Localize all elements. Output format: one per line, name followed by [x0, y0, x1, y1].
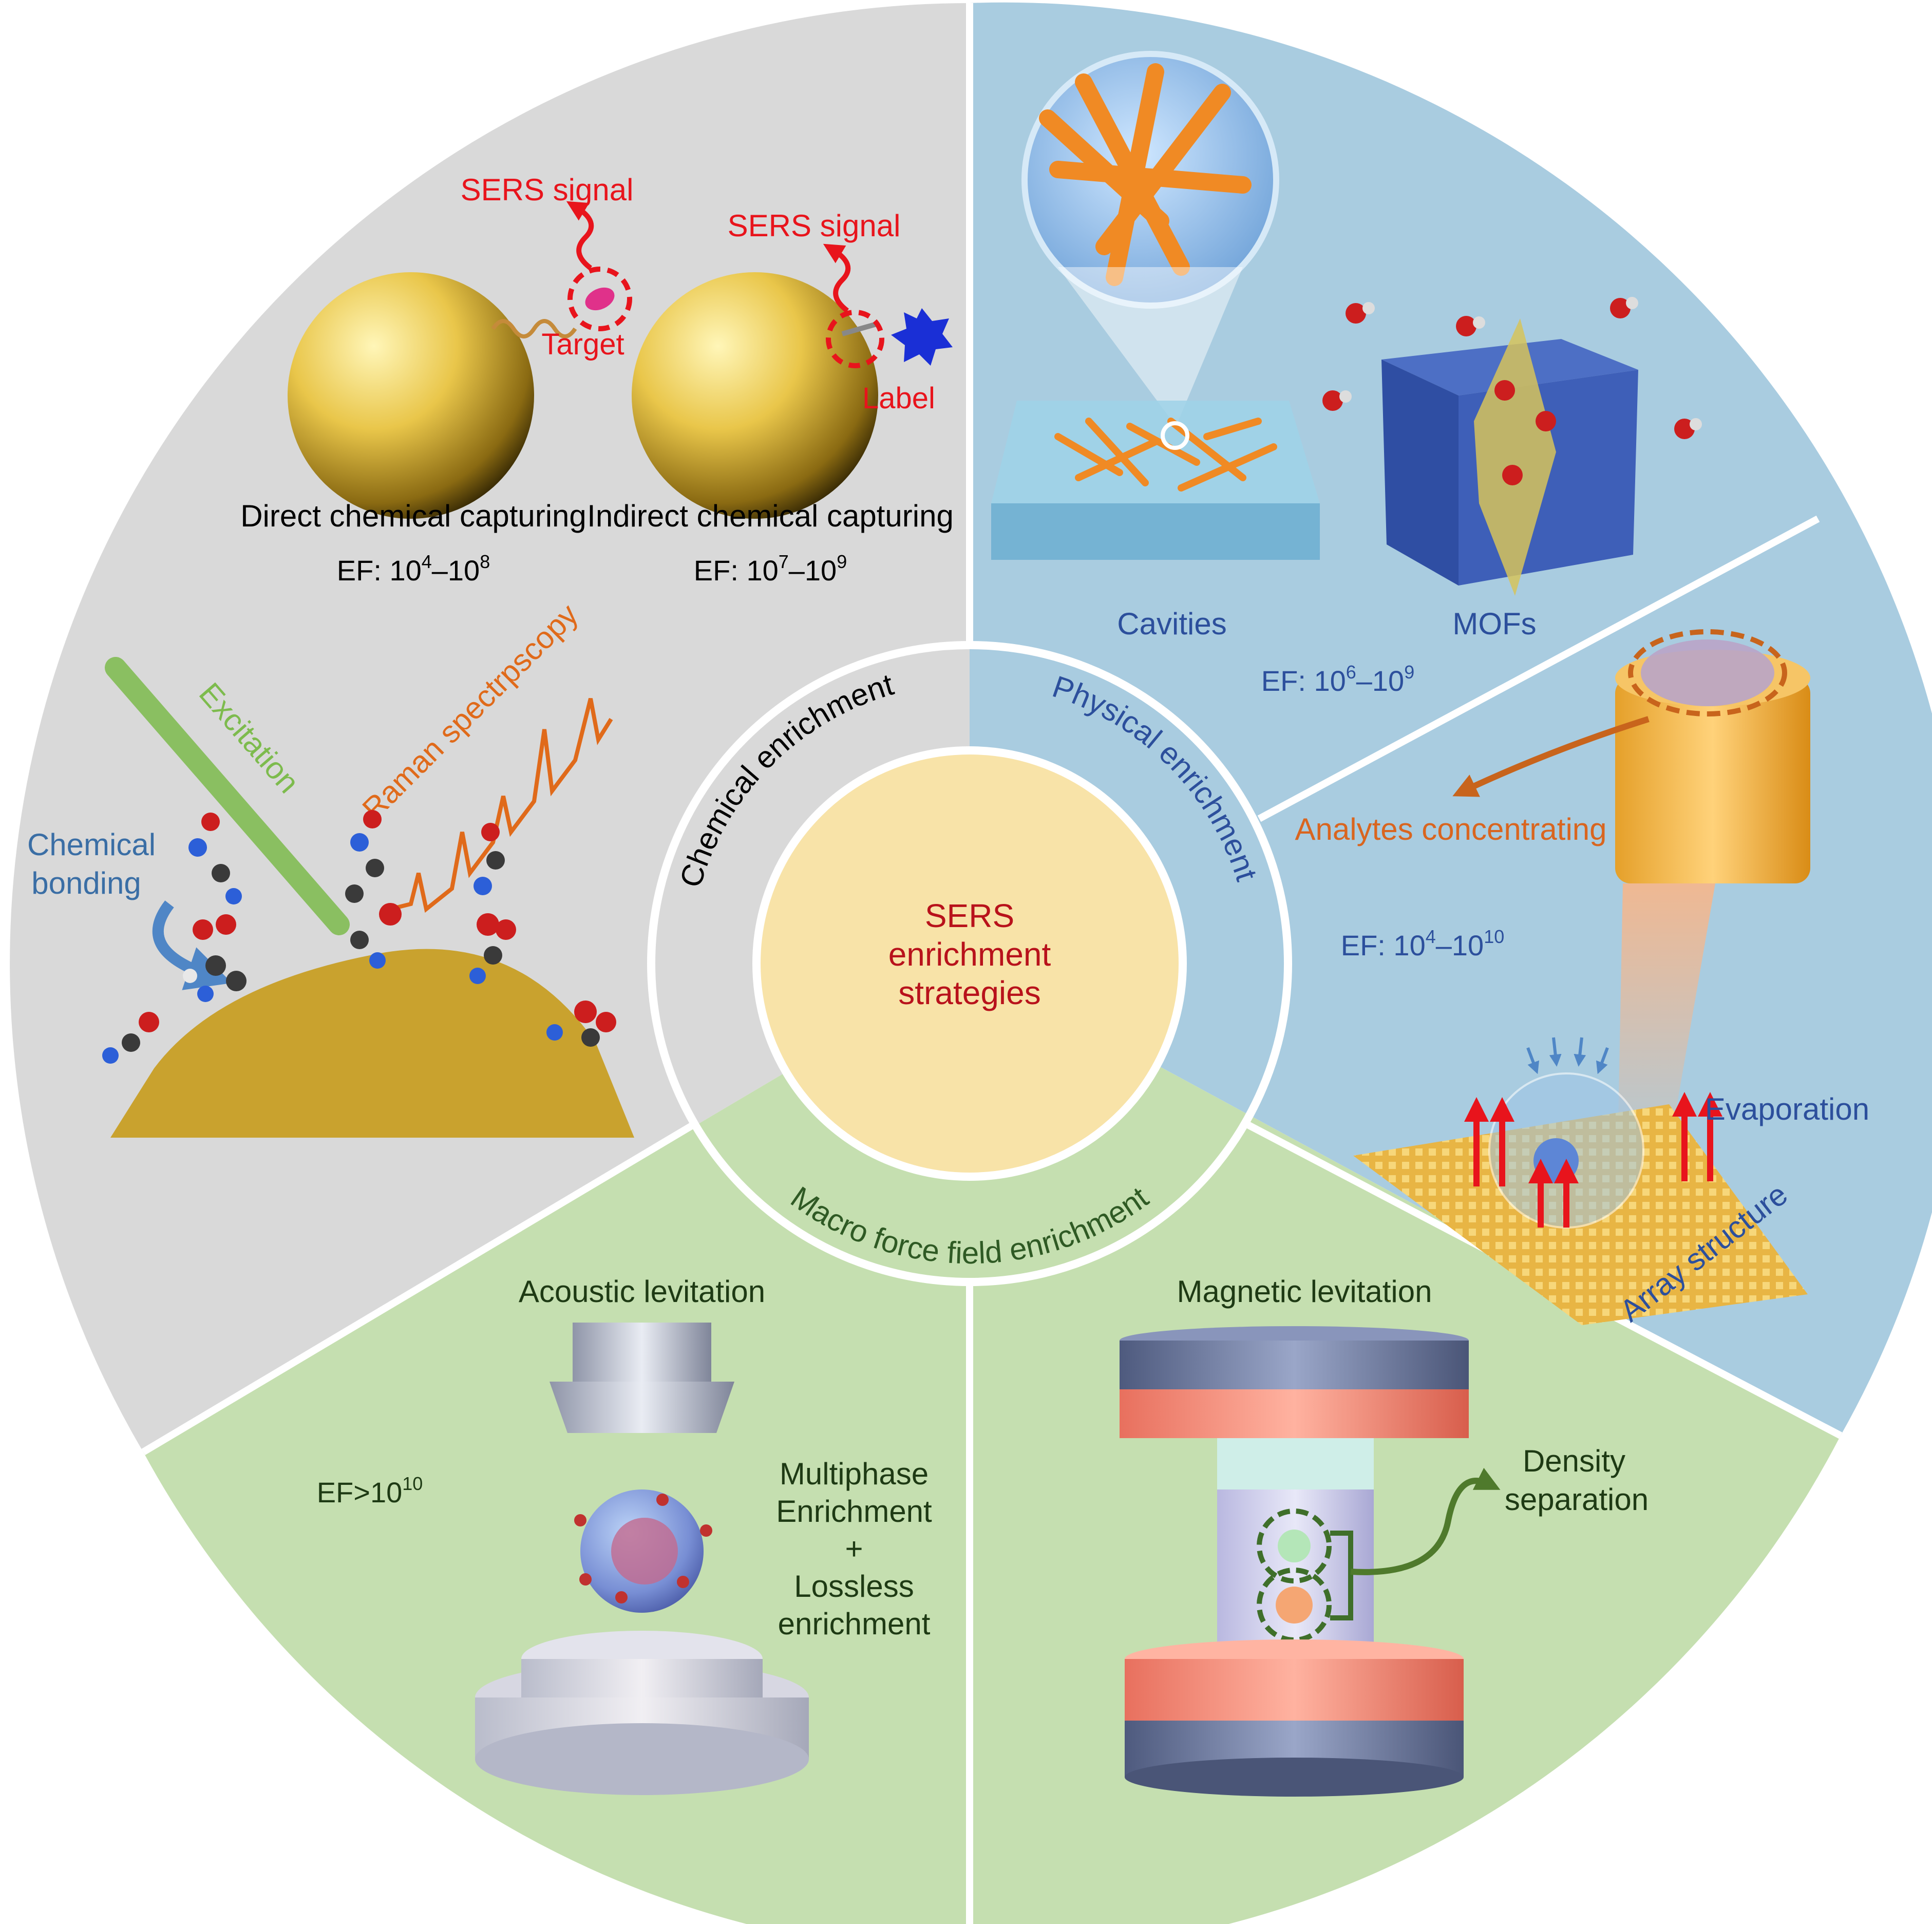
multiphase-line-2: Enrichment: [776, 1494, 932, 1529]
ef-macro: EF>1010: [317, 1473, 423, 1508]
sers-signal-arrow-2: [823, 243, 851, 313]
label-label: Label: [862, 382, 935, 415]
levitated-core: [611, 1518, 678, 1585]
orange-beam: [1618, 883, 1715, 1150]
density-bracket: [1330, 1531, 1353, 1620]
sample-heavy-highlight: [1257, 1568, 1332, 1643]
reflector-cap: [521, 1659, 763, 1697]
sers-signal-arrow-1: [566, 201, 594, 270]
reflector-base-bottom: [475, 1723, 809, 1795]
center-circle: [752, 746, 1187, 1181]
mof-cube-front: [1381, 360, 1459, 586]
acoustic-transducer-tip: [550, 1382, 734, 1433]
divider-left: [141, 1121, 695, 1456]
gold-nanoparticle-direct: [288, 272, 534, 519]
center-title: SERS enrichment strategies: [888, 897, 1051, 1011]
magnifier-cone: [1058, 267, 1243, 426]
multiphase-line-3: +: [845, 1532, 863, 1566]
multiphase-line-1: Multiphase: [780, 1457, 929, 1491]
physical-panel: Cavities MOFs EF: 106–109 Analytes conce…: [991, 51, 1869, 1328]
macro-panel: Acoustic levitation EF>1010 Multiphase E…: [317, 1274, 1649, 1797]
linker-chain-direct: [491, 319, 577, 338]
gold-lattice: [110, 949, 634, 1138]
zoom-spot: [1161, 421, 1189, 450]
mofs-label: MOFs: [1452, 607, 1536, 641]
pressure-arrows: [1526, 1037, 1609, 1074]
sers-signal-label-1: SERS signal: [461, 173, 634, 207]
excitation-beam: [105, 657, 350, 935]
label-molecule: [891, 308, 953, 366]
levitated-particles: [574, 1494, 712, 1604]
acoustic-label: Acoustic levitation: [519, 1274, 765, 1309]
pillar: [1615, 678, 1810, 883]
chemical-bonding-label-2: bonding: [31, 866, 141, 900]
evaporation-label: Evaporation: [1705, 1092, 1869, 1126]
target-highlight-circle: [567, 267, 632, 331]
top-magnet-blue: [1120, 1341, 1469, 1389]
vial-body: [1217, 1489, 1374, 1654]
analyte-cluster: [1641, 639, 1774, 706]
divider-physical: [1257, 515, 1820, 822]
ef-physical-bottom: EF: 104–1010: [1341, 926, 1504, 961]
cavities-label: Cavities: [1117, 607, 1226, 641]
acoustic-transducer: [573, 1323, 711, 1382]
analytes-arrow: [1452, 716, 1650, 797]
center-line-3: strategies: [898, 974, 1040, 1011]
bottom-magnet-red: [1125, 1659, 1464, 1721]
target-label: Target: [541, 328, 624, 361]
label-highlight-circle: [826, 310, 884, 368]
evaporation-arrows: [1464, 1092, 1722, 1228]
analytes-label: Analytes concentrating: [1295, 812, 1606, 846]
sample-light: [1278, 1530, 1311, 1562]
sample-heavy: [1276, 1587, 1313, 1624]
indirect-capturing-label: Indirect chemical capturing: [587, 499, 954, 533]
cavity-slab-front: [991, 503, 1320, 560]
linker-chain-indirect: [841, 321, 879, 336]
cavity-fibers: [1054, 418, 1277, 492]
ef-indirect: EF: 107–109: [694, 551, 847, 587]
ef-physical-top: EF: 106–109: [1261, 662, 1414, 697]
center-line-2: enrichment: [888, 936, 1051, 973]
vial-cap: [1217, 1438, 1374, 1489]
magnetic-label: Magnetic levitation: [1177, 1274, 1432, 1309]
mof-channel: [1474, 318, 1556, 596]
gold-nanoparticle-indirect: [632, 272, 878, 519]
multiphase-text: Multiphase Enrichment + Lossless enrichm…: [776, 1457, 932, 1641]
raman-spectrum-trace: [390, 698, 613, 913]
multiphase-line-4: Lossless: [794, 1569, 914, 1604]
center-line-1: SERS: [925, 897, 1014, 934]
sers-signal-label-2: SERS signal: [728, 209, 901, 243]
bonding-arrow: [152, 900, 232, 990]
guest-molecules: [1322, 297, 1702, 485]
ef-direct: EF: 104–108: [337, 551, 490, 587]
analyte-highlight: [1628, 629, 1787, 716]
molecules: [102, 810, 616, 1064]
sample-light-highlight: [1257, 1508, 1332, 1583]
density-label-2: separation: [1505, 1482, 1649, 1517]
direct-capturing-label: Direct chemical capturing: [240, 499, 586, 533]
chemical-bonding-label-1: Chemical: [27, 827, 156, 862]
orange-fibers-zoom: [1039, 63, 1252, 286]
density-arrow: [1350, 1467, 1501, 1575]
multiphase-line-5: enrichment: [778, 1607, 931, 1641]
top-magnet-red: [1120, 1389, 1469, 1438]
density-label-1: Density: [1523, 1444, 1625, 1478]
bottom-magnet-base: [1125, 1758, 1464, 1797]
target-molecule: [585, 287, 615, 311]
